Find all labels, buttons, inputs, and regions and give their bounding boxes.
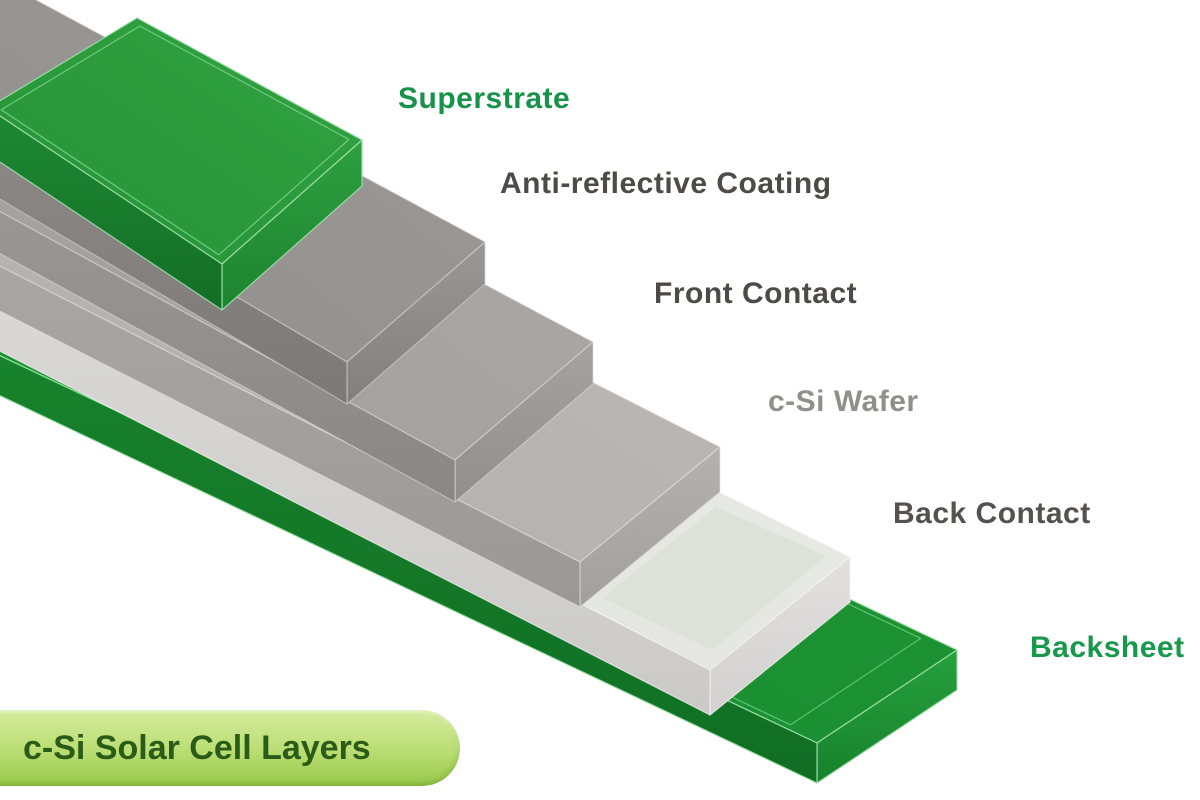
label-front-contact: Front Contact bbox=[654, 277, 858, 310]
title-badge: c-Si Solar Cell Layers bbox=[0, 710, 460, 786]
diagram-title: c-Si Solar Cell Layers bbox=[23, 728, 371, 767]
label-anti-reflective-coating: Anti-reflective Coating bbox=[500, 167, 832, 200]
layer-back-contact-reflection bbox=[602, 507, 826, 650]
layer-superstrate-block bbox=[0, 17, 363, 311]
layer-superstrate-front-face bbox=[0, 115, 223, 311]
label-c-si-wafer: c-Si Wafer bbox=[768, 385, 919, 418]
layer-superstrate-top-highlight bbox=[0, 25, 350, 256]
label-backsheet: Backsheet bbox=[1030, 631, 1185, 664]
label-superstrate: Superstrate bbox=[398, 82, 571, 115]
label-back-contact: Back Contact bbox=[893, 497, 1091, 530]
